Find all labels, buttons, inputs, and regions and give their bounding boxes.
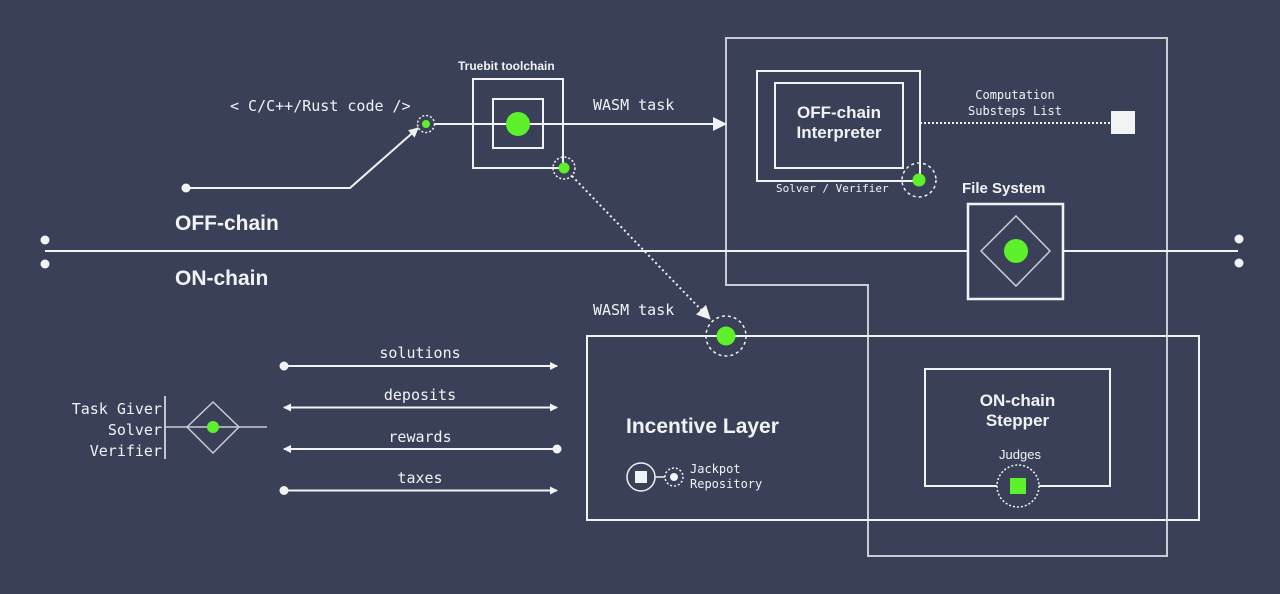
on-chain-label: ON-chain [175,267,269,290]
flow-label-rewards: rewards [388,428,452,446]
flow-start-dot-solutions [279,361,289,371]
flow-label-deposits: deposits [383,386,457,404]
flow-start-dot-rewards [552,444,562,454]
role-task-giver: Task Giver [71,400,162,418]
participants-roles: Task Giver Solver Verifier [40,399,162,462]
interpreter-title-line2: Interpreter [796,123,882,142]
incentive-layer-box [586,335,1200,521]
flow-arrows-group [279,361,562,495]
file-system-dot [1004,239,1028,263]
participants-diamond [185,400,241,455]
toolchain-output-ring [552,156,576,180]
substeps-label: Computation Substeps List [955,87,1075,119]
role-verifier: Verifier [89,442,162,460]
substeps-label-line1: Computation [975,88,1055,102]
toolchain-outer-box [472,78,564,169]
flow-label-solutions: solutions [379,344,461,362]
onchain-wasm-task-label: WASM task [593,301,675,319]
substeps-list-square [1111,111,1135,134]
toolchain-output-dot [558,162,570,174]
off-chain-label: OFF-chain [175,212,279,235]
source-node-ring [416,114,436,134]
stepper-title-line1: ON-chain [979,391,1056,410]
interpreter-inner-box [774,82,904,169]
flow-start-dot-taxes [279,486,289,495]
source-node-dot [422,120,430,128]
interpreter-title: OFF-chain Interpreter [775,103,903,143]
wasm-task-label: WASM task [593,96,675,114]
onchain-task-dotted-arrow [571,175,711,320]
solver-verifier-label: Solver / Verifier [776,182,889,195]
divider-dot-right-bottom [1234,258,1244,268]
jackpot-label-line1: Jackpot [690,462,741,476]
judges-label: Judges [999,447,1041,462]
interpreter-node-ring [901,162,937,198]
divider-dot-left-top [40,235,50,245]
interpreter-node-dot [912,173,926,187]
interpreter-outer-box [756,70,921,182]
substeps-label-line2: Substeps List [968,104,1062,118]
role-solver: Solver [107,421,162,439]
stepper-title: ON-chain Stepper [925,391,1110,431]
flow-label-taxes: taxes [397,469,443,487]
toolchain-title: Truebit toolchain [458,59,555,73]
jackpot-label: Jackpot Repository [690,462,762,492]
stepper-title-line2: Stepper [985,411,1050,430]
file-system-diamond [979,214,1052,288]
source-code-label: < C/C++/Rust code /> [230,97,411,115]
judges-square [1010,478,1026,494]
source-path [186,127,419,189]
divider-dot-left-bottom [40,259,50,269]
incentive-layer-title: Incentive Layer [626,415,779,438]
interpreter-title-line1: OFF-chain [796,103,882,122]
jackpot-dashed-ring [664,467,684,487]
onchain-task-dot [716,326,736,346]
jackpot-dot [670,473,678,481]
divider-dot-right-top [1234,234,1244,244]
offchain-region-outline [725,37,1168,557]
jackpot-label-line2: Repository [690,477,763,491]
file-system-title: File System [962,180,1046,197]
participants-dot [207,421,219,433]
toolchain-core-dot [506,112,530,136]
jackpot-square [635,471,647,483]
